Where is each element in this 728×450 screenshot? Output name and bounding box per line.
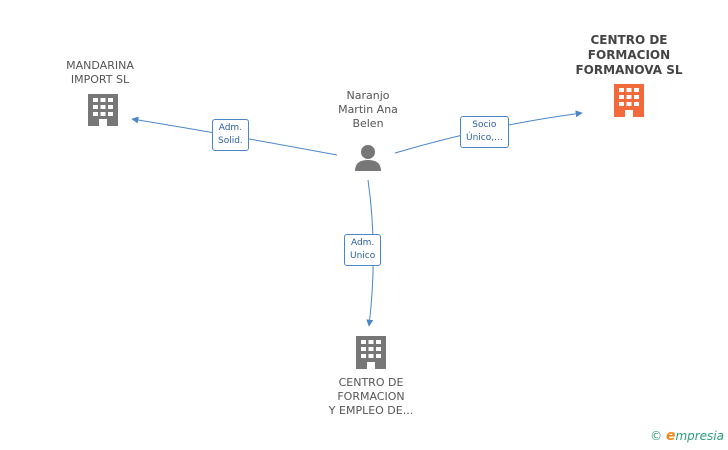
company-label-mandarina[interactable]: MANDARINA IMPORT SL	[50, 59, 150, 87]
person-label-line: Martin Ana	[338, 103, 398, 116]
company-label-line: CENTRO DE	[338, 376, 404, 389]
company-label-line: FORMANOVA SL	[575, 63, 683, 77]
person-icon[interactable]	[355, 145, 381, 171]
company-label-line: IMPORT SL	[70, 73, 130, 86]
person-label[interactable]: Naranjo Martin Ana Belen	[318, 89, 418, 131]
edge-label-to-formanova[interactable]: Socio Único,...	[460, 116, 509, 148]
company-label-line: CENTRO DE	[590, 33, 668, 47]
company-label-line: MANDARINA	[66, 59, 134, 72]
person-label-line: Belen	[352, 117, 384, 130]
brand-logo-e: e	[665, 428, 676, 444]
brand-name: mpresia	[675, 429, 724, 443]
edge-label-to-empleo[interactable]: Adm. Unico	[344, 234, 382, 266]
edge-label-line: Unico	[350, 251, 376, 261]
edge-label-line: Adm.	[218, 123, 243, 133]
company-label-line: FORMACION	[337, 390, 405, 403]
copyright-symbol: ©	[650, 429, 663, 443]
person-label-line: Naranjo	[346, 89, 390, 102]
building-icon[interactable]	[614, 84, 644, 117]
edge-label-line: Solid.	[218, 136, 243, 146]
brand-footer: © empresia	[650, 428, 724, 444]
company-label-line: Y EMPLEO DE...	[328, 404, 414, 417]
edge-label-line: Único,...	[466, 133, 503, 143]
building-icon[interactable]	[88, 94, 118, 126]
company-label-line: FORMACION	[587, 48, 671, 62]
building-icon[interactable]	[356, 336, 386, 369]
edge-label-line: Adm.	[350, 238, 375, 248]
company-label-empleo[interactable]: CENTRO DE FORMACION Y EMPLEO DE...	[316, 376, 426, 418]
company-label-formanova[interactable]: CENTRO DE FORMACION FORMANOVA SL	[569, 33, 689, 78]
edge-label-line: Socio	[472, 120, 497, 130]
edge-label-to-mandarina[interactable]: Adm. Solid.	[212, 119, 249, 151]
